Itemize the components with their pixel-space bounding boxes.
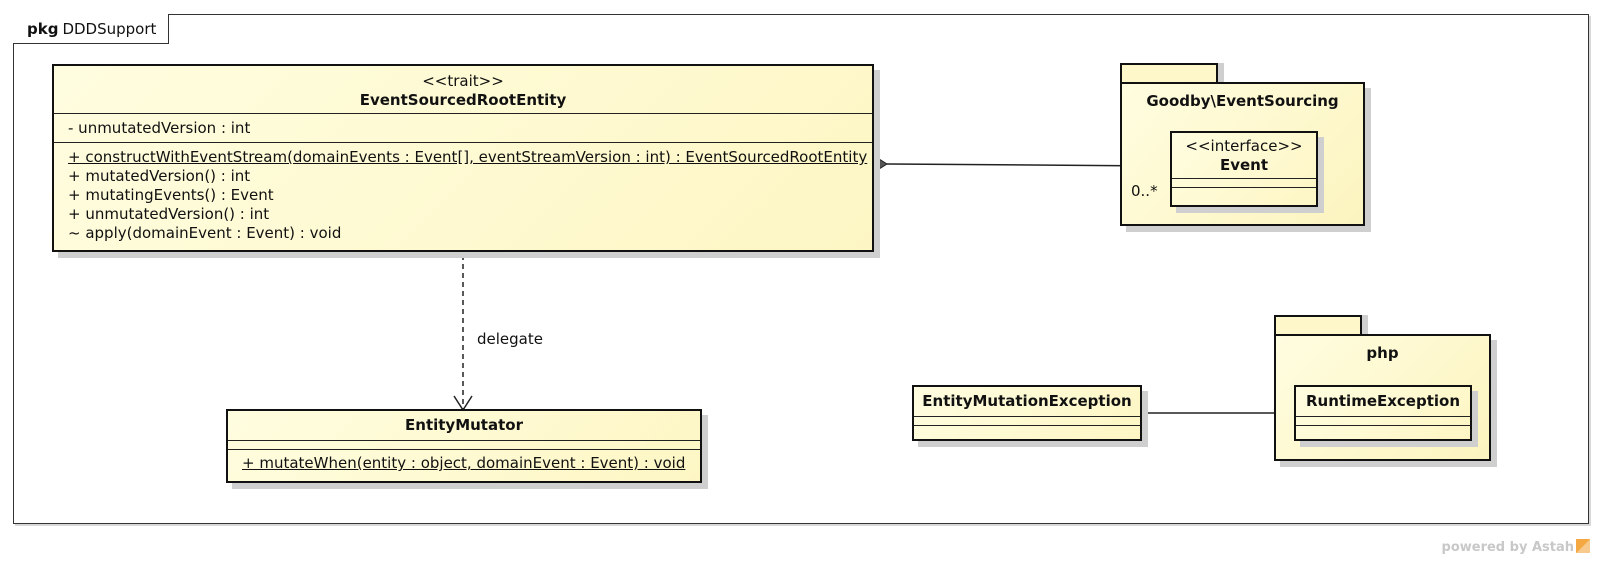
dependency-label: delegate [477, 330, 543, 348]
package-frame [13, 14, 1589, 524]
class-stereotype: <<interface>> [1185, 137, 1303, 155]
class-name: EntityMutationException [922, 392, 1132, 410]
attributes-compartment [228, 441, 700, 450]
operations-compartment: + constructWithEventStream(domainEvents … [54, 143, 872, 246]
operation: + mutateWhen(entity : object, domainEven… [242, 454, 686, 472]
class-name: Event [1219, 156, 1269, 174]
operations-compartment [1296, 426, 1470, 434]
class-header: EntityMutator [228, 411, 700, 441]
package-name: php [1366, 344, 1399, 362]
class-entity-mutation-exception[interactable]: EntityMutationException [912, 385, 1142, 441]
interface-event[interactable]: <<interface>> Event [1170, 131, 1318, 207]
frame-name: DDDSupport [62, 20, 157, 38]
operations-compartment [914, 426, 1140, 434]
class-stereotype: <<trait>> [422, 72, 504, 90]
class-header: RuntimeException [1296, 387, 1470, 417]
operation: + constructWithEventStream(domainEvents … [68, 148, 868, 166]
operations-compartment: + mutateWhen(entity : object, domainEven… [228, 450, 700, 476]
attribute: - unmutatedVersion : int [68, 119, 251, 137]
class-name: RuntimeException [1305, 392, 1461, 410]
package-tab-goodby [1120, 63, 1218, 84]
class-entity-mutator[interactable]: EntityMutator + mutateWhen(entity : obje… [226, 409, 702, 483]
operation: ~ apply(domainEvent : Event) : void [68, 224, 342, 242]
class-name: EntityMutator [405, 416, 523, 434]
operation: + mutatedVersion() : int [68, 167, 251, 185]
attributes-compartment [1172, 179, 1316, 188]
frame-keyword: pkg [27, 20, 59, 38]
class-event-sourced-root-entity[interactable]: <<trait>> EventSourcedRootEntity - unmut… [52, 64, 874, 252]
credit-text: powered by Astah [1441, 540, 1574, 555]
operations-compartment [1172, 188, 1316, 196]
class-header: <<interface>> Event [1172, 133, 1316, 179]
astah-logo-icon [1576, 539, 1590, 553]
attributes-compartment [1296, 417, 1470, 426]
multiplicity-label: 0..* [1131, 182, 1158, 200]
class-runtime-exception[interactable]: RuntimeException [1294, 385, 1472, 441]
package-name: Goodby\EventSourcing [1146, 92, 1339, 110]
attributes-compartment [914, 417, 1140, 426]
class-header: <<trait>> EventSourcedRootEntity [54, 66, 872, 114]
composition-diamond [870, 158, 888, 170]
powered-by-credit: powered by Astah [1442, 539, 1590, 555]
package-tab-php [1274, 315, 1362, 336]
class-name: EventSourcedRootEntity [359, 91, 567, 109]
operation: + unmutatedVersion() : int [68, 205, 270, 223]
attributes-compartment: - unmutatedVersion : int [54, 114, 872, 143]
class-header: EntityMutationException [914, 387, 1140, 417]
operation: + mutatingEvents() : Event [68, 186, 274, 204]
